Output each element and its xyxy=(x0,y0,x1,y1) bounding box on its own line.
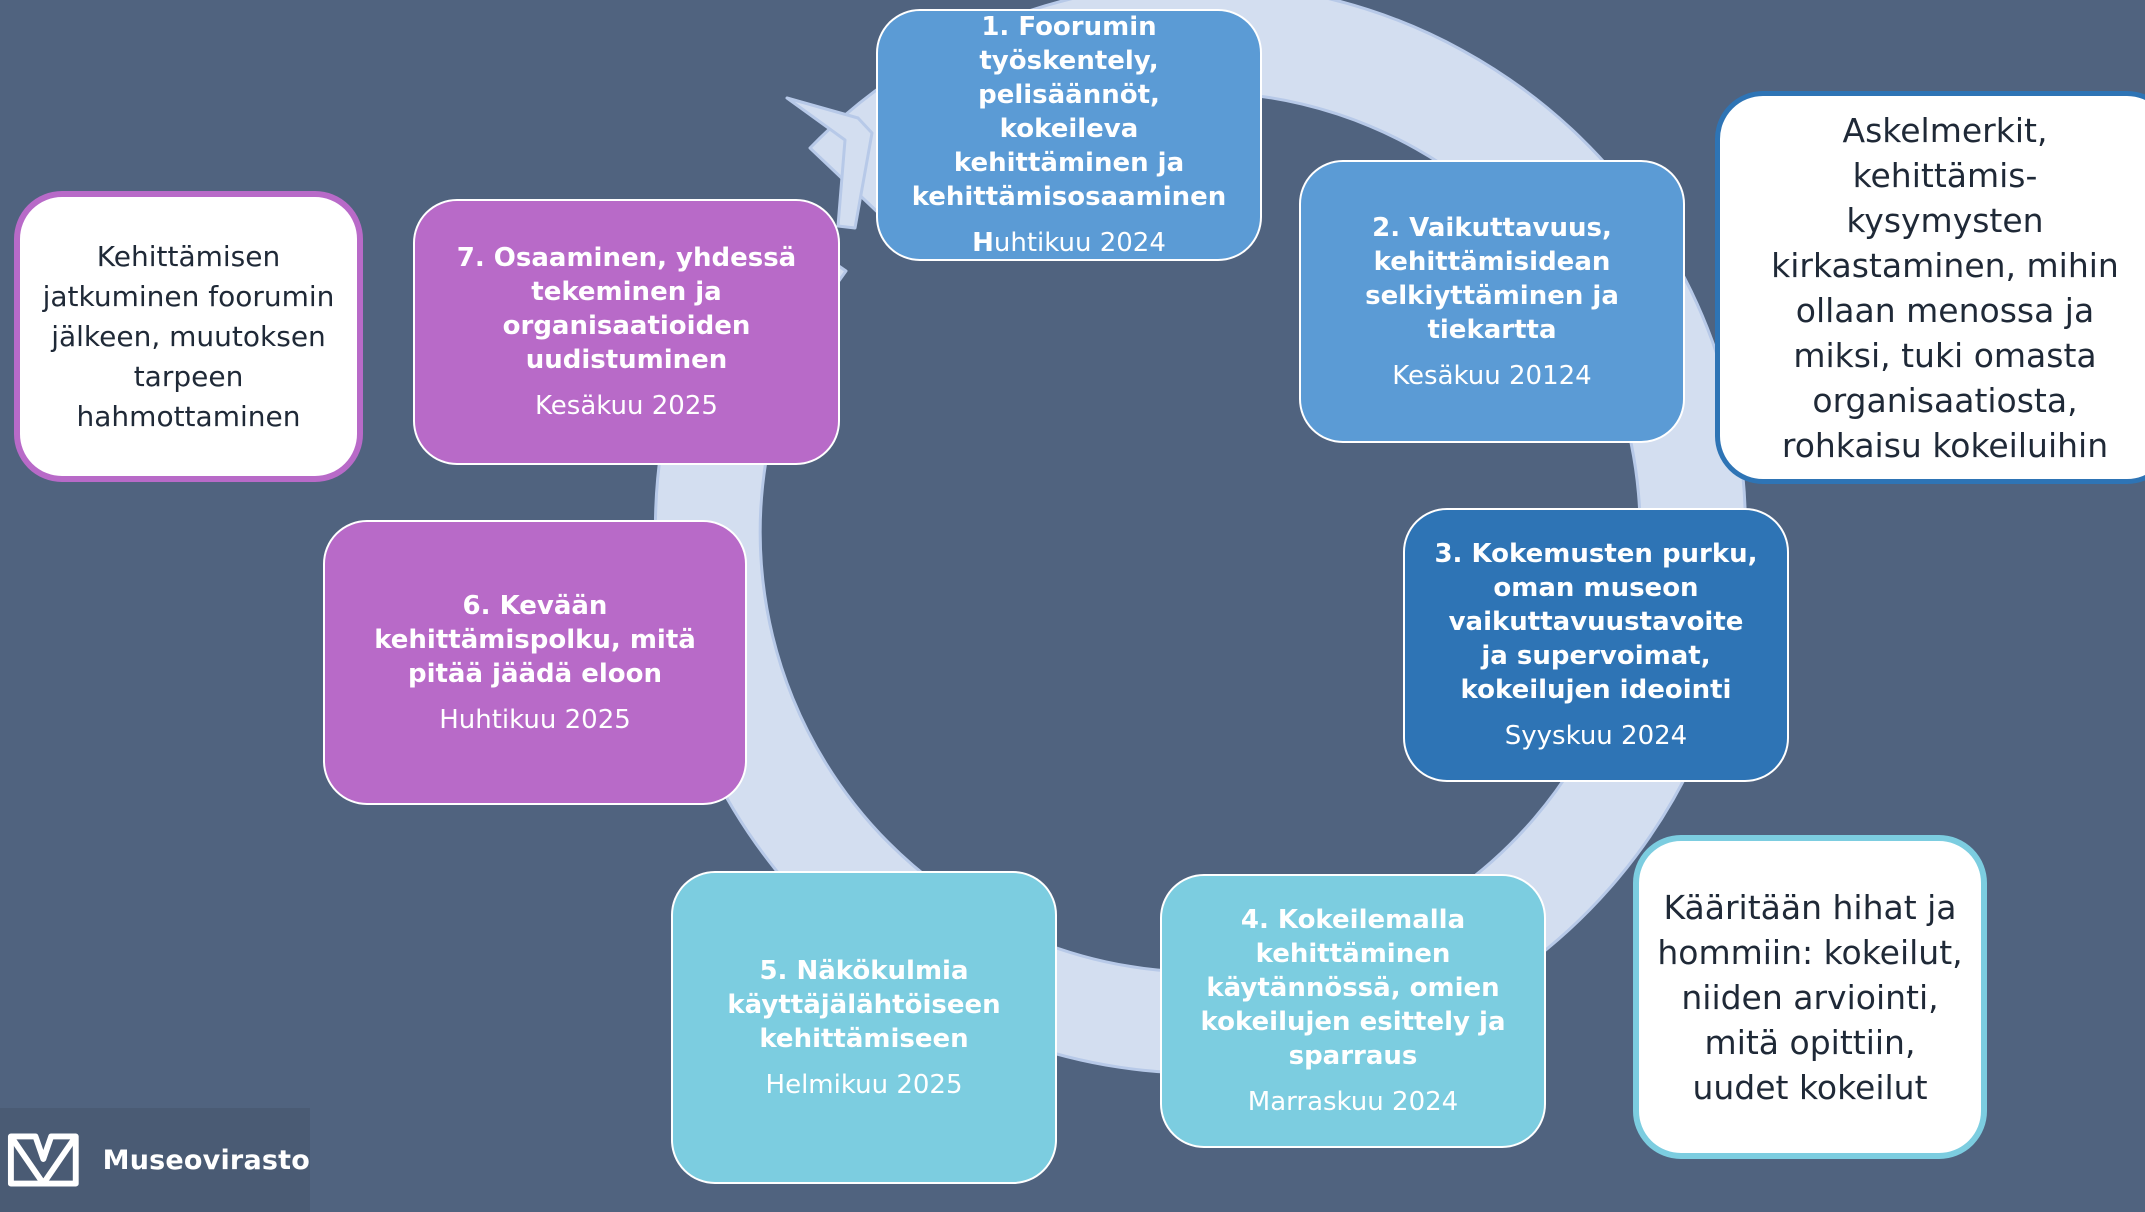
circular-arrow-head xyxy=(785,96,874,230)
museovirasto-logo: Museovirasto xyxy=(0,1108,310,1212)
stage-3-box: 3. Kokemusten purku, oman museon vaikutt… xyxy=(1403,508,1789,782)
note-left-continuation: Kehittämisen jatkuminen foorumin jälkeen… xyxy=(14,191,363,482)
note-right-bottom-experiments: Kääritään hihat ja hommiin: kokeilut, ni… xyxy=(1633,835,1987,1159)
note-right-top-steps: Askelmerkit, kehittämis- kysymysten kirk… xyxy=(1715,91,2145,484)
stage-5-box: 5. Näkökulmia käyttäjälähtöiseen kehittä… xyxy=(671,871,1057,1184)
stage-1-box: 1. Foorumin työskentely, pelisäännöt, ko… xyxy=(876,9,1262,261)
stage-3-title: 3. Kokemusten purku, oman museon vaikutt… xyxy=(1434,539,1758,705)
stage-2-date: Kesäkuu 20124 xyxy=(1392,360,1592,391)
note-left-line: jatkuminen foorumin xyxy=(42,279,335,313)
stage-4-title: 4. Kokeilemalla kehittäminen käytännössä… xyxy=(1200,905,1506,1071)
stage-7-date: Kesäkuu 2025 xyxy=(535,391,718,421)
note-right-top-line: kehittämis- xyxy=(1852,155,2038,195)
stage-1-date-rest: uhtikuu 2024 xyxy=(993,228,1166,258)
stage-2-box: 2. Vaikuttavuus, kehittämisidean selkiyt… xyxy=(1299,160,1685,443)
stage-4-date: Marraskuu 2024 xyxy=(1247,1087,1459,1117)
note-right-top-line: kysymysten xyxy=(1846,200,2044,240)
note-left-line: tarpeen xyxy=(133,359,244,393)
note-left-line: jälkeen, muutoksen xyxy=(51,319,326,353)
stage-1-date: Huhtikuu 2024 xyxy=(972,226,1166,260)
stage-5-date: Helmikuu 2025 xyxy=(765,1069,963,1100)
note-left-line: hahmottaminen xyxy=(76,399,301,433)
stage-4-box: 4. Kokeilemalla kehittäminen käytännössä… xyxy=(1160,874,1546,1148)
note-right-bottom-line: uudet kokeilut xyxy=(1692,1067,1928,1107)
stage-6-date: Huhtikuu 2025 xyxy=(439,704,631,735)
note-right-top-line: organisaatiosta, xyxy=(1812,380,2078,420)
note-right-top-line: Askelmerkit, xyxy=(1842,110,2048,150)
note-right-top-line: ollaan menossa ja xyxy=(1795,290,2095,330)
museovirasto-logo-icon xyxy=(7,1133,79,1187)
note-right-top-line: rohkaisu kokeiluihin xyxy=(1781,425,2109,465)
note-right-bottom-line: hommiin: kokeilut, xyxy=(1657,932,1963,972)
note-right-bottom-line: mitä opittiin, xyxy=(1704,1022,1916,1062)
stage-7-title: 7. Osaaminen, yhdessä tekeminen ja organ… xyxy=(456,243,797,375)
note-left-line: Kehittämisen xyxy=(96,239,281,273)
stage-6-title: 6. Kevään kehittämispolku, mitä pitää jä… xyxy=(374,590,696,689)
stage-6-box: 6. Kevään kehittämispolku, mitä pitää jä… xyxy=(323,520,747,805)
stage-5-title: 5. Näkökulmia käyttäjälähtöiseen kehittä… xyxy=(727,955,1001,1054)
note-right-top-line: miksi, tuki omasta xyxy=(1793,335,2097,375)
stage-3-date: Syyskuu 2024 xyxy=(1504,721,1688,751)
note-right-bottom-line: niiden arviointi, xyxy=(1681,977,1939,1017)
stage-1-title: 1. Foorumin työskentely, pelisäännöt, ko… xyxy=(911,12,1227,212)
note-right-top-line: kirkastaminen, mihin xyxy=(1771,245,2119,285)
stage-7-box: 7. Osaaminen, yhdessä tekeminen ja organ… xyxy=(413,199,840,465)
logo-text: Museovirasto xyxy=(102,1144,310,1176)
stage-2-title: 2. Vaikuttavuus, kehittämisidean selkiyt… xyxy=(1365,212,1619,345)
stage-1-date-initial: H xyxy=(972,228,994,258)
note-right-bottom-line: Kääritään hihat ja xyxy=(1663,887,1957,927)
